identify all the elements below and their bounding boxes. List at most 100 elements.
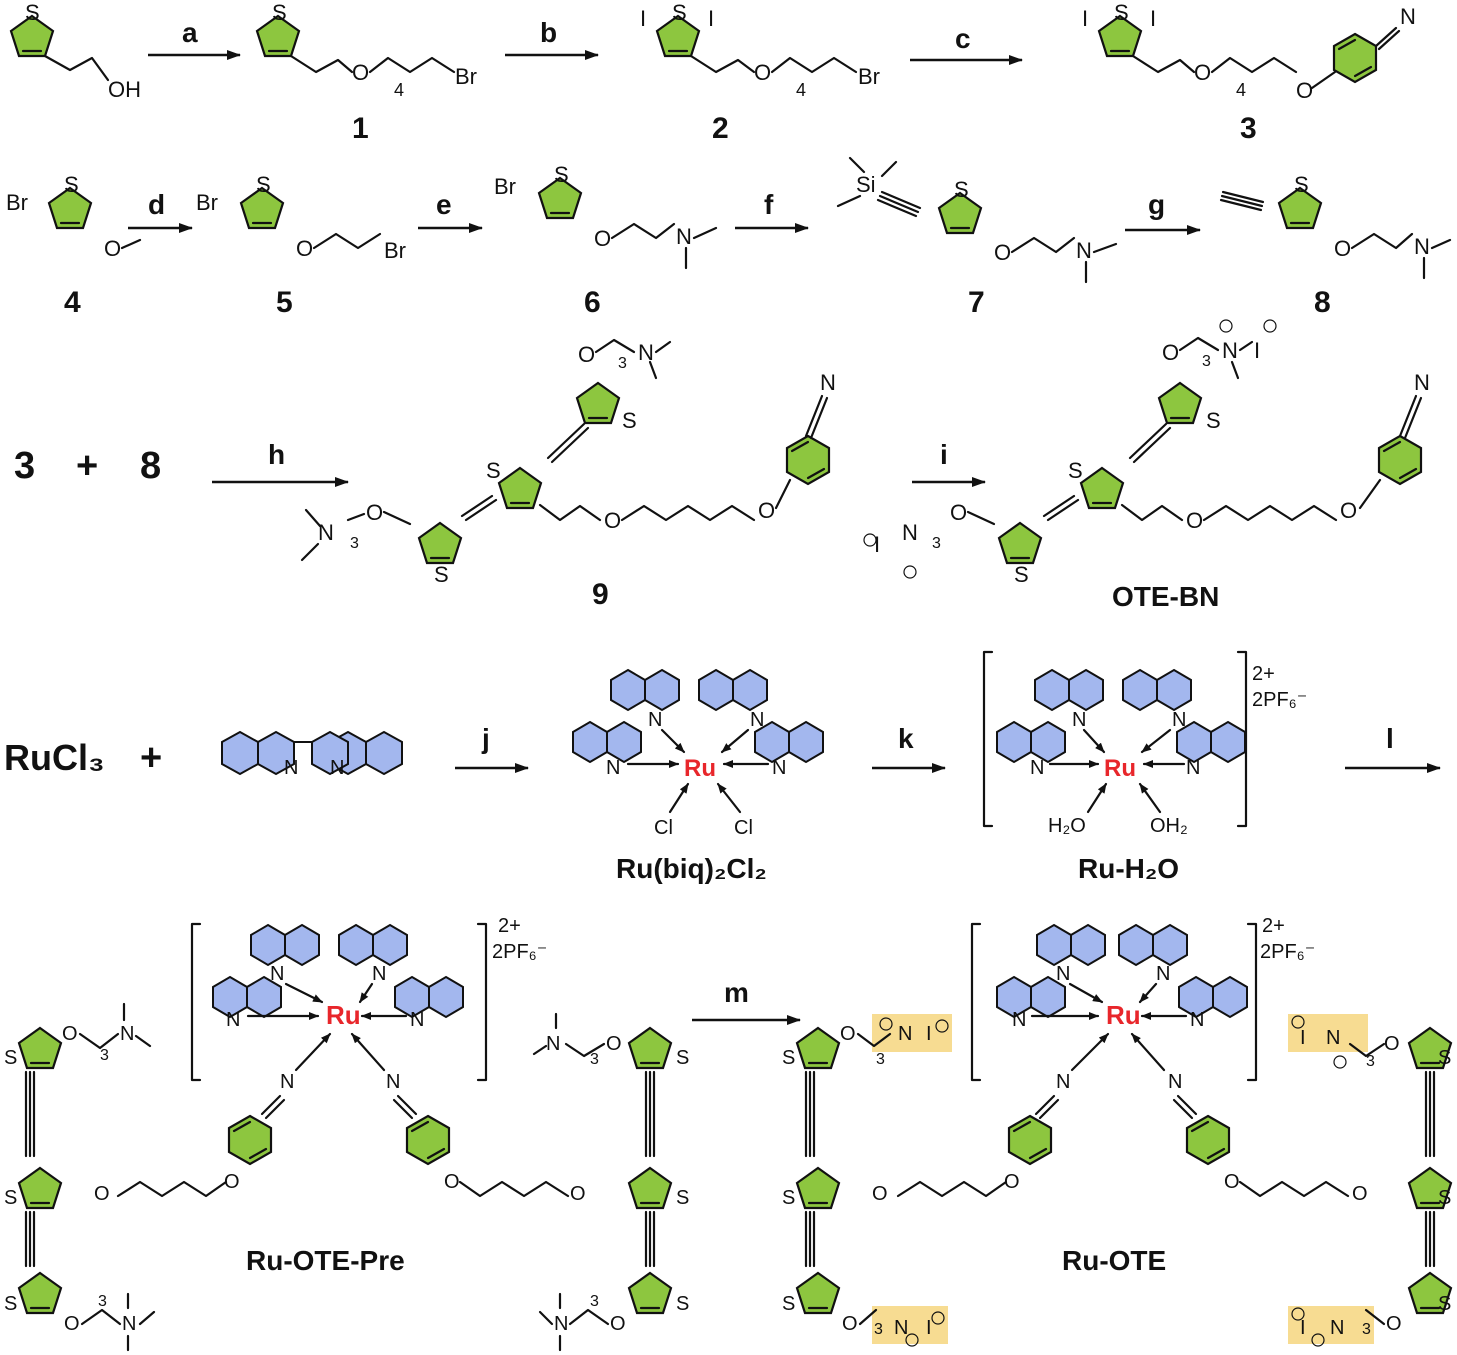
compound-ru-ote: N N N N Ru 2+ 2PF₆⁻ N N O O O O: [782, 915, 1453, 1347]
svg-text:O: O: [842, 1313, 858, 1335]
svg-text:4: 4: [1236, 80, 1246, 100]
svg-text:N: N: [898, 1023, 912, 1045]
svg-text:N: N: [1056, 1071, 1070, 1093]
svg-text:3: 3: [590, 1293, 599, 1310]
svg-text:S: S: [272, 0, 287, 25]
svg-text:Ru: Ru: [326, 1000, 361, 1030]
svg-text:I: I: [640, 6, 646, 31]
svg-text:N: N: [1056, 963, 1070, 985]
svg-text:N: N: [1330, 1317, 1344, 1339]
step-label-f: f: [764, 189, 774, 220]
svg-text:N: N: [1222, 338, 1238, 363]
svg-text:N: N: [772, 757, 786, 779]
step-label-m: m: [724, 977, 749, 1008]
compound-ote-bn: S O 3 N I S S O 3 N I O O: [863, 319, 1430, 612]
svg-text:N: N: [1400, 4, 1416, 29]
compound-8: S O N 8: [1219, 172, 1452, 319]
svg-text:N: N: [1168, 1071, 1182, 1093]
row-4: RuCl₃ + N N j N N N N Ru: [4, 650, 1441, 884]
svg-text:3: 3: [876, 1051, 885, 1068]
svg-text:O: O: [1186, 508, 1203, 533]
svg-text:N: N: [1190, 1009, 1204, 1031]
svg-text:S: S: [64, 172, 79, 197]
svg-text:S: S: [1014, 562, 1029, 587]
svg-text:S: S: [782, 1187, 795, 1209]
highlight-ammonium-top-right: [1288, 1014, 1368, 1052]
svg-text:O: O: [366, 500, 383, 525]
svg-text:S: S: [1438, 1293, 1451, 1315]
svg-text:I: I: [1254, 338, 1260, 363]
step-label-l: l: [1386, 723, 1394, 754]
svg-text:O: O: [872, 1183, 888, 1205]
step-label-c: c: [955, 23, 971, 54]
svg-text:S: S: [782, 1047, 795, 1069]
svg-text:2PF₆⁻: 2PF₆⁻: [492, 941, 547, 963]
svg-text:Br: Br: [858, 64, 880, 89]
svg-text:S: S: [672, 0, 687, 25]
compound-label-9: 9: [592, 578, 609, 611]
svg-text:S: S: [4, 1047, 17, 1069]
step-label-a: a: [182, 17, 198, 48]
svg-text:Cl: Cl: [654, 817, 673, 839]
svg-text:3: 3: [1362, 1321, 1371, 1338]
svg-text:N: N: [330, 757, 344, 779]
svg-text:O: O: [758, 498, 775, 523]
svg-text:S: S: [4, 1293, 17, 1315]
compound-label-ru-ote-pre: Ru-OTE-Pre: [246, 1245, 405, 1276]
compound-label-1: 1: [352, 112, 369, 145]
svg-text:S: S: [782, 1293, 795, 1315]
svg-text:N: N: [1172, 709, 1186, 731]
svg-text:N: N: [546, 1033, 560, 1055]
svg-text:O: O: [224, 1171, 240, 1193]
svg-text:3: 3: [98, 1293, 107, 1310]
highlight-ammonium-bottom-right: [1288, 1306, 1374, 1344]
svg-text:N: N: [280, 1071, 294, 1093]
svg-text:S: S: [676, 1293, 689, 1315]
svg-text:N: N: [606, 757, 620, 779]
step-label-d: d: [148, 189, 165, 220]
svg-text:O: O: [1224, 1171, 1240, 1193]
rucl3-label: RuCl₃: [4, 737, 105, 778]
svg-text:S: S: [1206, 408, 1221, 433]
svg-text:H₂O: H₂O: [1048, 815, 1086, 837]
row-2: S Br O 4 d S Br O Br 5 e S Br O N 6: [6, 156, 1452, 319]
row-3: 3 + 8 h S O 3 N S S O 3 N O O: [14, 319, 1430, 612]
reactant-3: 3: [14, 445, 35, 487]
svg-text:N: N: [554, 1313, 568, 1335]
svg-text:N: N: [1030, 757, 1044, 779]
svg-text:N: N: [1414, 370, 1430, 395]
svg-text:N: N: [638, 340, 654, 365]
svg-text:I: I: [926, 1023, 932, 1045]
svg-text:N: N: [1072, 709, 1086, 731]
svg-text:N: N: [284, 757, 298, 779]
compound-label-3: 3: [1240, 112, 1257, 145]
ru-center: Ru: [684, 755, 716, 782]
svg-text:N: N: [1156, 963, 1170, 985]
svg-text:4: 4: [394, 80, 404, 100]
svg-text:S: S: [434, 562, 449, 587]
compound-1: S O 4 Br 1: [255, 0, 477, 145]
reactant-8: 8: [140, 445, 161, 487]
svg-text:3: 3: [350, 535, 359, 552]
svg-text:N: N: [1186, 757, 1200, 779]
compound-9: S O 3 N S S O 3 N O O N 9: [300, 338, 836, 611]
compound-label-2: 2: [712, 112, 729, 145]
step-label-b: b: [540, 17, 557, 48]
svg-text:Br: Br: [384, 238, 406, 263]
compound-label-5: 5: [276, 286, 293, 319]
svg-text:S: S: [256, 172, 271, 197]
svg-text:3: 3: [874, 1321, 883, 1338]
svg-text:S: S: [4, 1187, 17, 1209]
svg-text:3: 3: [590, 1051, 599, 1068]
atom-oh: OH: [108, 77, 141, 102]
svg-text:3: 3: [1202, 353, 1211, 370]
step-label-e: e: [436, 189, 452, 220]
svg-text:N: N: [902, 520, 918, 545]
svg-text:3: 3: [932, 535, 941, 552]
svg-text:S: S: [486, 458, 501, 483]
svg-text:I: I: [1300, 1027, 1306, 1049]
compound-label-ru-ote: Ru-OTE: [1062, 1245, 1166, 1276]
svg-text:N: N: [894, 1317, 908, 1339]
compound-ru-biq-cl2: N N N N Ru Cl Cl Ru(biq)₂Cl₂: [572, 669, 824, 884]
